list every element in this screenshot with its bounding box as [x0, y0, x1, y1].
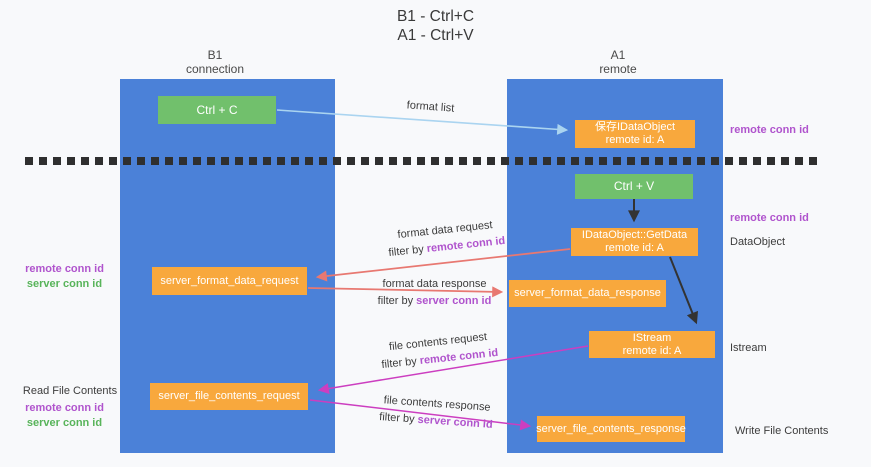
annotation-remote-conn-id-top: remote conn id — [730, 124, 809, 136]
lifeline-b1-role: connection — [185, 62, 245, 76]
save-dataobject-line1: 保存IDataObject — [594, 121, 676, 133]
label-format-list: format list — [392, 96, 468, 118]
server-format-data-request-label: server_format_data_request — [160, 274, 299, 287]
annotation-conn-ids-mid: remote conn id server conn id — [8, 262, 121, 292]
title-line-2: A1 - Ctrl+V — [397, 27, 474, 44]
annotation-istream: Istream — [730, 342, 767, 354]
annotation-write-file-contents: Write File Contents — [735, 425, 829, 437]
save-dataobject-line2: remote id: A — [605, 134, 665, 146]
annotation-read-file-contents: Read File Contents — [22, 385, 118, 397]
lifeline-header-a1: A1 remote — [563, 48, 673, 76]
annotation-conn-ids-bottom: remote conn id server conn id — [8, 401, 121, 431]
box-server-file-contents-request: server_file_contents_request — [150, 383, 308, 410]
lifeline-header-b1: B1 connection — [160, 48, 270, 76]
annotation-server-conn-id-bottom: server conn id — [26, 417, 103, 429]
filter-prefix: filter by — [377, 295, 414, 307]
box-istream: IStream remote id: A — [589, 331, 715, 358]
filter-prefix: filter by — [387, 243, 425, 260]
annotation-remote-conn-id-bottom: remote conn id — [25, 402, 104, 414]
lifeline-a1-name: A1 — [610, 48, 626, 62]
box-server-format-data-request: server_format_data_request — [152, 267, 307, 295]
box-server-file-contents-response: server_file_contents_response — [536, 416, 686, 442]
server-file-contents-response-label: server_file_contents_response — [536, 422, 686, 435]
lifeline-a1-role: remote — [599, 62, 637, 76]
annotation-dataobject: DataObject — [730, 236, 786, 248]
box-ctrl-v: Ctrl + V — [575, 174, 693, 199]
format-list-text: format list — [406, 99, 455, 115]
filter-prefix: filter by — [380, 355, 418, 372]
annotation-server-conn-id-left: server conn id — [26, 278, 103, 290]
ctrl-v-label: Ctrl + V — [613, 179, 655, 193]
box-idataobject-getdata: IDataObject::GetData remote id: A — [571, 228, 698, 256]
istream-line1: IStream — [632, 331, 672, 344]
server-file-contents-request-label: server_file_contents_request — [158, 390, 300, 402]
annotation-remote-conn-id-left: remote conn id — [25, 263, 104, 275]
annotation-remote-conn-id-mid: remote conn id — [730, 212, 809, 224]
server-format-data-response-label: server_format_data_response — [514, 287, 661, 299]
diagram-title: B1 - Ctrl+C A1 - Ctrl+V — [0, 7, 871, 45]
istream-line2: remote id: A — [622, 344, 682, 357]
box-ctrl-c: Ctrl + C — [158, 96, 276, 124]
lifeline-b1-name: B1 — [207, 48, 223, 62]
box-save-dataobject: 保存IDataObject remote id: A — [575, 120, 695, 148]
ctrl-c-label: Ctrl + C — [196, 102, 238, 117]
getdata-line2: remote id: A — [605, 242, 664, 254]
format-data-response-title: format data response — [382, 278, 487, 290]
filter-keyword-server-conn-id: server conn id — [417, 413, 494, 431]
title-line-1: B1 - Ctrl+C — [396, 8, 475, 25]
filter-keyword-server-conn-id: server conn id — [416, 295, 492, 307]
getdata-line1: IDataObject::GetData — [581, 229, 688, 241]
filter-prefix: filter by — [378, 411, 416, 426]
box-server-format-data-response: server_format_data_response — [509, 280, 666, 307]
